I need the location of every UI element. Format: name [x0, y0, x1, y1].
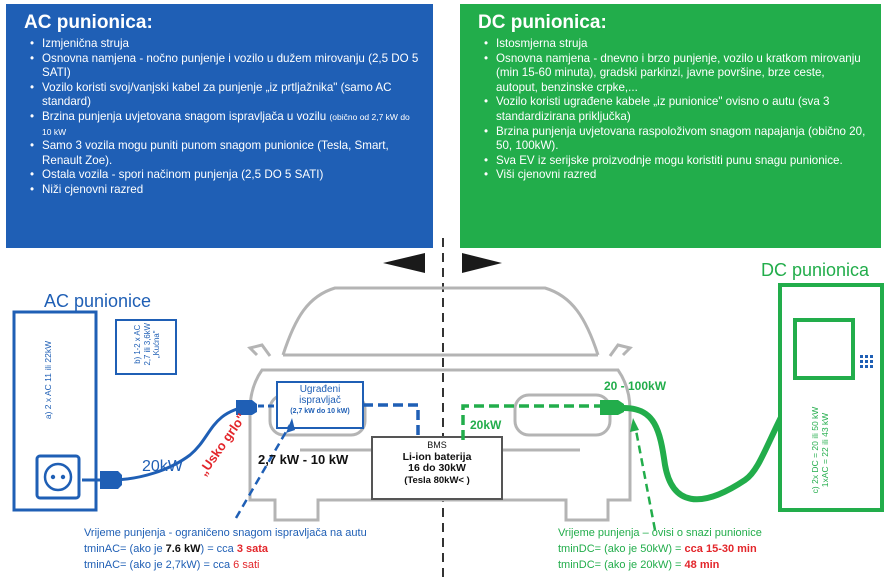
- list-item: Izmjenična struja: [30, 37, 419, 52]
- battery-box: [371, 436, 503, 500]
- rectifier-range-note: (obično od 2,7 kW do 10 kW: [42, 111, 410, 137]
- ac-time-value: 7.6 kW: [165, 543, 201, 555]
- ac-time-row-1: tminAC= (ako je 7.6 kW) = cca 3 sata: [84, 543, 269, 555]
- battery-capacity: 16 do 30kW: [408, 462, 466, 474]
- ac-time-result: 3 sata: [236, 543, 269, 555]
- ac-b-line: „Kućna": [151, 330, 161, 358]
- dc-internal-power: 20kW: [470, 418, 502, 432]
- dc-c-line: c) 2x DC = 20 ili 50 kW: [810, 406, 820, 494]
- list-item: Samo 3 vozila mogu puniti punom snagom p…: [30, 139, 419, 168]
- ac-info-panel: AC punionica: Izmjenična struja Osnovna …: [6, 4, 433, 248]
- battery-type: Li-ion baterija: [402, 450, 472, 463]
- dc-c-line: 1xAC = 22 ili 43 kW: [820, 412, 830, 488]
- battery-label: BMS Li-ion baterija 16 do 30kW (Tesla 80…: [376, 440, 498, 486]
- list-item: Vozilo koristi svoj/vanjski kabel za pun…: [30, 81, 419, 110]
- dc-power-range: 20 - 100kW: [604, 379, 667, 393]
- dc-info-panel: DC punionica: Istosmjerna struja Osnovna…: [460, 4, 881, 248]
- ac-b-line: 2,7 ili 3,6kW: [142, 323, 152, 366]
- ac-feature-list: Izmjenična struja Osnovna namjena - nočn…: [24, 37, 419, 198]
- dc-time-block: Vrijeme punjenja – ovisi o snazi punioni…: [558, 525, 762, 573]
- list-item: Niži cjenovni razred: [30, 183, 419, 198]
- bottleneck-pointer: [234, 424, 292, 519]
- rectifier-line: ispravljač: [299, 395, 341, 406]
- list-item: Istosmjerna struja: [484, 37, 867, 52]
- ac-internal-line: [363, 403, 420, 440]
- ac-time-heading: Vrijeme punjenja - ograničeno snagom isp…: [84, 527, 367, 539]
- ac-station-title: AC punionice: [44, 291, 152, 311]
- list-item: Osnovna namjena - nočno punjenje i vozil…: [30, 52, 419, 81]
- dc-time-result: cca 15-30 min: [684, 543, 757, 555]
- dc-station-title: DC punionica: [761, 260, 870, 280]
- ac-b-line: b) 1-2 x AC: [132, 324, 142, 364]
- dc-time-heading: Vrijeme punjenja – ovisi o snazi punioni…: [558, 527, 762, 539]
- list-item: Osnovna namjena - dnevno i brzo punjenje…: [484, 52, 867, 96]
- ac-panel-title: AC punionica:: [24, 12, 153, 33]
- rectifier-line: Ugrađeni: [299, 384, 341, 395]
- dc-time-pointer: [633, 424, 657, 531]
- rectifier-label: Ugrađeni ispravljač (2,7 kW do 10 kW): [279, 384, 361, 417]
- list-item: Brzina punjenja uvjetovana snagom isprav…: [30, 110, 419, 139]
- ac-station-a-label: a) 2 x AC 11 ili 22kW: [43, 340, 53, 420]
- battery-tesla: (Tesla 80kW< ): [404, 474, 470, 486]
- ac-cable: [82, 404, 251, 482]
- ac-time-row-2: tminAC= (ako je 2,7kW) = cca 6 sati: [84, 559, 260, 571]
- list-item: Brzina punjenja uvjetovana raspoloživom …: [484, 125, 867, 154]
- ac-time-result: 6 sati: [233, 559, 260, 571]
- ac-cable-power: 20kW: [142, 458, 183, 475]
- dc-time-row-2: tminDC= (ako je 20kW) = 48 min: [558, 559, 720, 571]
- ac-plug-icon: [100, 471, 122, 489]
- rectifier-note: (2,7 kW do 10 kW): [290, 408, 350, 415]
- ac-time-block: Vrijeme punjenja - ograničeno snagom isp…: [84, 525, 367, 573]
- ac-station-b-label: b) 1-2 x AC 2,7 ili 3,6kW „Kućna": [133, 318, 162, 370]
- dc-time-row-1: tminDC= (ako je 50kW) = cca 15-30 min: [558, 543, 757, 555]
- dc-screen: [793, 318, 855, 380]
- ac-power-range: 2,7 kW - 10 kW: [258, 452, 349, 467]
- dc-time-result: 48 min: [684, 559, 720, 571]
- socket-icon: [35, 454, 81, 500]
- list-item: Sva EV iz serijske proizvodnje mogu kori…: [484, 154, 867, 169]
- dc-cable: [623, 398, 793, 503]
- dc-panel-title: DC punionica:: [478, 12, 607, 33]
- home-charger-box: [115, 319, 177, 375]
- list-item: Ostala vozila - spori načinom punjenja (…: [30, 168, 419, 183]
- dc-internal-line: [461, 404, 600, 440]
- arrow-right-icon: [462, 253, 502, 273]
- dc-station-c-label: c) 2x DC = 20 ili 50 kW 1xAC = 22 ili 43…: [810, 385, 830, 515]
- keypad-icon: [860, 355, 873, 368]
- dc-feature-list: Istosmjerna struja Osnovna namjena - dne…: [478, 37, 867, 183]
- bms-label: BMS: [427, 440, 447, 450]
- arrow-left-icon: [383, 253, 425, 273]
- list-item: Vozilo koristi ugrađene kabele „iz punio…: [484, 95, 867, 124]
- list-item: Viši cjenovni razred: [484, 168, 867, 183]
